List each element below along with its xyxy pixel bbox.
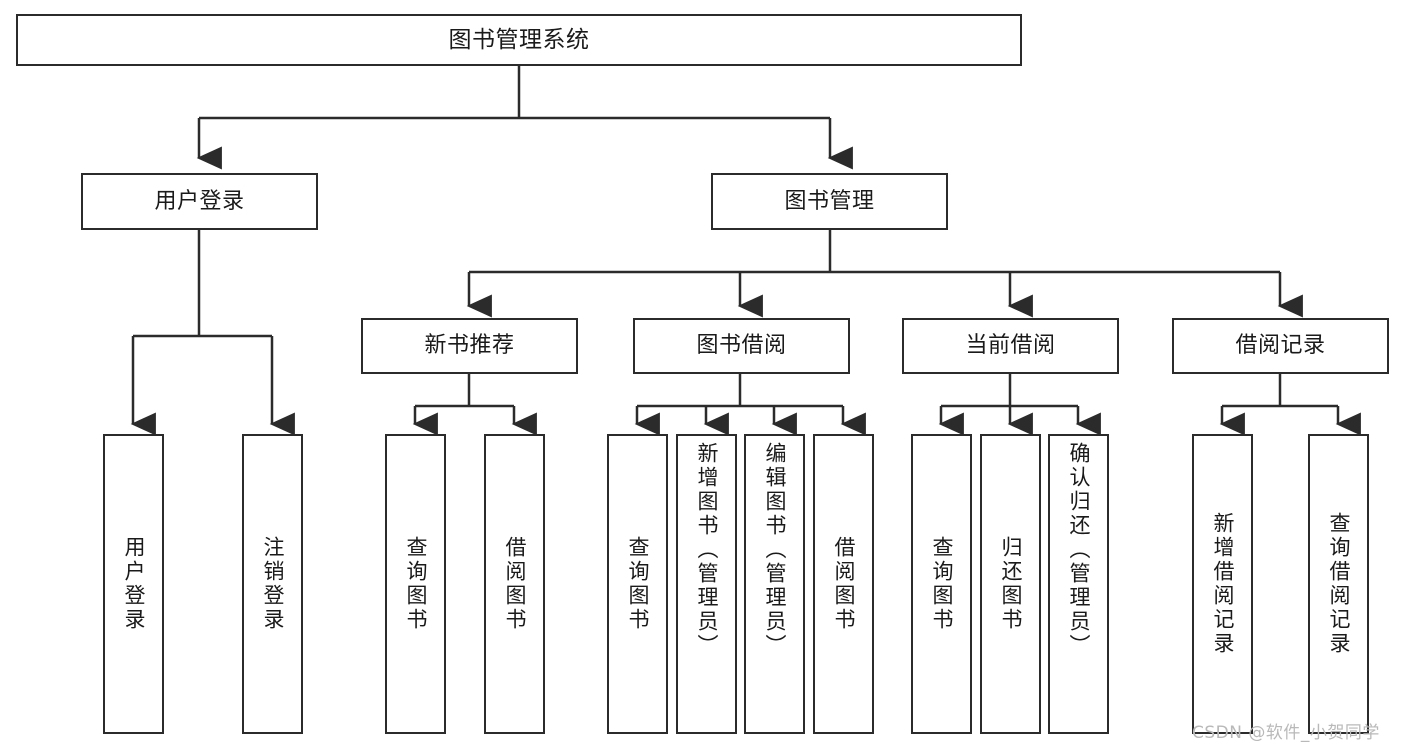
node-new-book-recommend[interactable]: 新书推荐: [361, 318, 578, 374]
node-book-borrow[interactable]: 图书借阅: [633, 318, 850, 374]
node-leaf-query-book-3-label: 查询图书: [930, 536, 954, 632]
node-leaf-query-book-2[interactable]: 查询图书: [607, 434, 668, 734]
node-book-manage-label: 图书管理: [784, 188, 875, 214]
node-leaf-query-book-1[interactable]: 查询图书: [385, 434, 446, 734]
node-current-borrow-label: 当前借阅: [965, 333, 1056, 359]
node-leaf-confirm-return-label: 确认归还（管理员）: [1067, 442, 1091, 658]
node-borrow-record[interactable]: 借阅记录: [1172, 318, 1389, 374]
node-root-label: 图书管理系统: [448, 26, 590, 53]
node-leaf-query-record-label: 查询借阅记录: [1327, 512, 1351, 656]
node-leaf-user-logout-label: 注销登录: [261, 536, 285, 632]
node-leaf-borrow-book-1[interactable]: 借阅图书: [484, 434, 545, 734]
node-leaf-query-record[interactable]: 查询借阅记录: [1308, 434, 1369, 734]
node-leaf-user-logout[interactable]: 注销登录: [242, 434, 303, 734]
node-borrow-record-label: 借阅记录: [1235, 333, 1326, 359]
node-new-book-recommend-label: 新书推荐: [424, 333, 515, 359]
node-leaf-user-login-label: 用户登录: [122, 536, 146, 632]
node-leaf-edit-book[interactable]: 编辑图书（管理员）: [744, 434, 805, 734]
node-leaf-query-book-2-label: 查询图书: [626, 536, 650, 632]
node-user-login-label: 用户登录: [154, 188, 245, 214]
node-leaf-add-record[interactable]: 新增借阅记录: [1192, 434, 1253, 734]
node-leaf-return-book[interactable]: 归还图书: [980, 434, 1041, 734]
node-book-borrow-label: 图书借阅: [696, 333, 787, 359]
node-leaf-add-book[interactable]: 新增图书（管理员）: [676, 434, 737, 734]
node-book-manage[interactable]: 图书管理: [711, 173, 948, 230]
node-leaf-return-book-label: 归还图书: [999, 536, 1023, 632]
node-leaf-borrow-book-2-label: 借阅图书: [832, 536, 856, 632]
node-leaf-edit-book-label: 编辑图书（管理员）: [763, 442, 787, 658]
node-user-login[interactable]: 用户登录: [81, 173, 318, 230]
node-root[interactable]: 图书管理系统: [16, 14, 1022, 66]
node-leaf-query-book-3[interactable]: 查询图书: [911, 434, 972, 734]
node-leaf-user-login[interactable]: 用户登录: [103, 434, 164, 734]
watermark-text: CSDN @软件_小贺同学: [1192, 723, 1380, 743]
node-leaf-query-book-1-label: 查询图书: [404, 536, 428, 632]
node-leaf-borrow-book-2[interactable]: 借阅图书: [813, 434, 874, 734]
node-leaf-add-record-label: 新增借阅记录: [1211, 512, 1235, 656]
node-leaf-borrow-book-1-label: 借阅图书: [503, 536, 527, 632]
node-current-borrow[interactable]: 当前借阅: [902, 318, 1119, 374]
node-leaf-add-book-label: 新增图书（管理员）: [695, 442, 719, 658]
node-leaf-confirm-return[interactable]: 确认归还（管理员）: [1048, 434, 1109, 734]
